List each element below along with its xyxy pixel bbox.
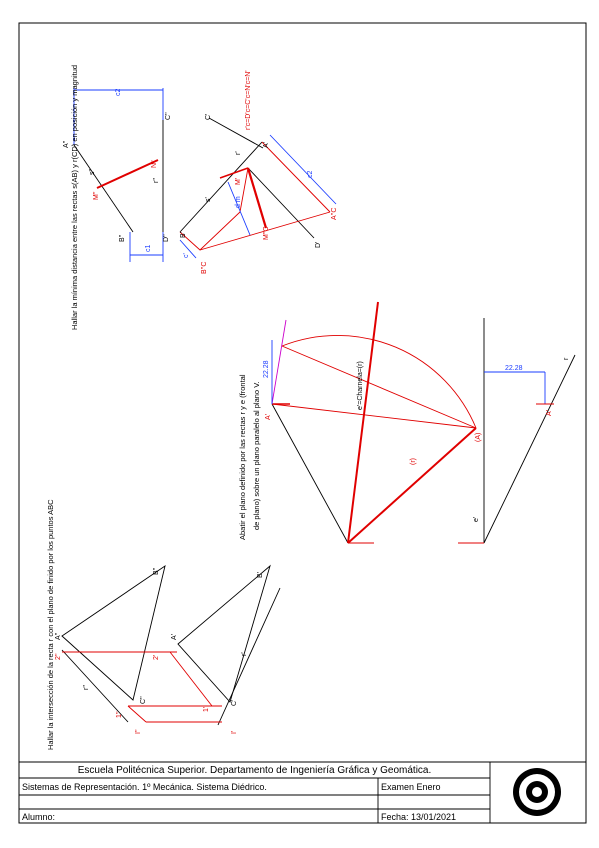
svg-text:B': B' [180,232,187,238]
svg-text:e'=Charnela=(r): e'=Charnela=(r) [357,361,364,410]
university-emblem [513,768,561,816]
statement-min-distance: Hallar la mínima distancia entre las rec… [70,64,79,330]
svg-text:B': B' [257,572,264,578]
student-label: Alumno: [22,812,56,822]
svg-text:A': A' [546,410,553,416]
svg-text:c': c' [183,253,190,258]
svg-text:N'': N'' [151,160,158,168]
svg-text:e': e' [473,517,480,522]
exam-date: Fecha: 13/01/2021 [381,812,457,822]
problem-intersection [61,564,281,726]
svg-text:A': A' [263,142,270,148]
svg-text:I': I' [231,731,238,734]
svg-text:c1: c1 [145,245,152,253]
svg-text:22.28: 22.28 [263,360,270,378]
statement-abatimiento-2: de plano) sobre un plano paralelo al pla… [252,381,261,530]
problem-abatimiento [271,301,576,544]
svg-text:r': r' [235,151,242,155]
svg-text:A': A' [265,414,272,420]
svg-text:r'': r'' [153,178,160,183]
svg-text:c2: c2 [307,171,314,179]
svg-text:M'': M'' [93,191,100,200]
svg-text:r: r [563,357,570,360]
svg-text:D': D' [315,242,322,248]
exam-name: Examen Enero [381,782,441,792]
svg-text:1'': 1'' [116,711,123,718]
svg-text:B'': B'' [153,568,160,575]
svg-text:s'': s'' [89,169,96,175]
statement-abatimiento-1: Abatir el plano definido por las rectas … [238,374,247,540]
abatimiento-labels: 22.28 22.28 e' r A' A' e'=Charnela=(r) (… [263,357,570,522]
svg-text:A''C: A''C [331,208,338,220]
problem-min-distance [73,88,337,262]
min-distance-labels: A'' B'' C'' D'' M'' N'' s'' r'' c2 c1 C'… [63,70,338,274]
svg-text:r'': r'' [83,685,90,690]
svg-text:d m: d m [235,196,242,208]
course-name: Sistemas de Representación. 1º Mecánica.… [22,782,267,792]
svg-text:B'': B'' [119,235,126,242]
svg-text:(r): (r) [410,458,417,465]
svg-text:A'': A'' [63,141,70,148]
svg-text:A': A' [171,634,178,640]
svg-text:M''C: M''C [263,226,270,240]
svg-text:(A): (A) [475,433,482,442]
svg-text:A'': A'' [55,633,62,640]
svg-text:C': C' [205,114,212,120]
intersection-labels: B'' A'' C'' r'' B' A' C' r' 2'' 2' 1'' 1… [55,568,264,734]
svg-text:2'': 2'' [55,653,62,660]
title-block-frame [19,761,586,823]
svg-text:22.28: 22.28 [505,365,523,372]
svg-text:M': M' [235,178,242,185]
svg-text:D'': D'' [163,234,170,242]
svg-text:B''C: B''C [201,262,208,274]
svg-text:C'': C'' [140,696,147,704]
svg-text:1': 1' [203,707,210,712]
sheet-border [18,22,587,824]
svg-text:I'': I'' [135,729,142,734]
svg-text:s': s' [205,197,212,202]
svg-text:2': 2' [153,655,160,660]
svg-text:C': C' [231,700,238,706]
svg-text:c2: c2 [115,89,122,97]
statement-intersection: Hallar la intersección de la recta r con… [46,499,55,750]
svg-text:r'c=D'c=C'c=N'c=N': r'c=D'c=C'c=N'c=N' [245,70,252,130]
svg-text:r': r' [241,652,248,656]
svg-text:C'': C'' [165,112,172,120]
school-name: Escuela Politécnica Superior. Departamen… [77,765,432,776]
